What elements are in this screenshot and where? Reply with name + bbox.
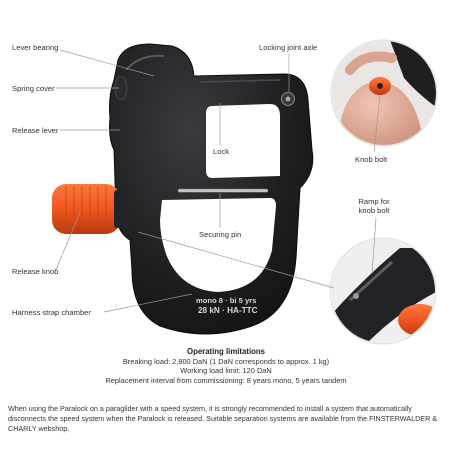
label-harness-strap-chamber: Harness strap chamber <box>12 308 91 317</box>
footer-note: When using the Paralock on a paraglider … <box>8 404 438 433</box>
label-ramp-for-knob-bolt: Ramp for knob bolt <box>358 197 390 215</box>
limitations-replacement: Replacement interval from commissioning:… <box>105 375 347 385</box>
label-knob-bolt: Knob bolt <box>355 155 388 164</box>
limitations-breaking-load: Breaking load: 2,800 DaN (1 DaN correspo… <box>122 356 330 366</box>
operating-limitations: Operating limitations Breaking load: 2,8… <box>0 347 452 385</box>
carabiner-body <box>109 43 314 335</box>
label-locking-joint-axle: Locking joint axle <box>259 43 318 52</box>
label-lock: Lock <box>213 147 230 156</box>
label-securing-pin: Securing pin <box>199 230 242 239</box>
engraving-line-2: 28 kN · HA-TTC <box>198 306 258 315</box>
ramp-detail-photo <box>329 237 437 345</box>
label-spring-cover: Spring cover <box>12 84 55 93</box>
label-release-knob: Release knob <box>12 267 59 276</box>
label-release-lever: Release lever <box>12 126 59 135</box>
limitations-working-load: Working load limit: 120 DaN <box>180 366 272 376</box>
engraving-line-1: mono 8 · bi 5 yrs <box>196 296 257 305</box>
leader-lines <box>55 49 381 313</box>
label-lever-bearing: Lever bearing <box>12 43 59 52</box>
release-knob-illustration <box>52 184 128 234</box>
knob-bolt-detail-photo <box>330 39 438 147</box>
limitations-heading: Operating limitations <box>187 347 265 356</box>
